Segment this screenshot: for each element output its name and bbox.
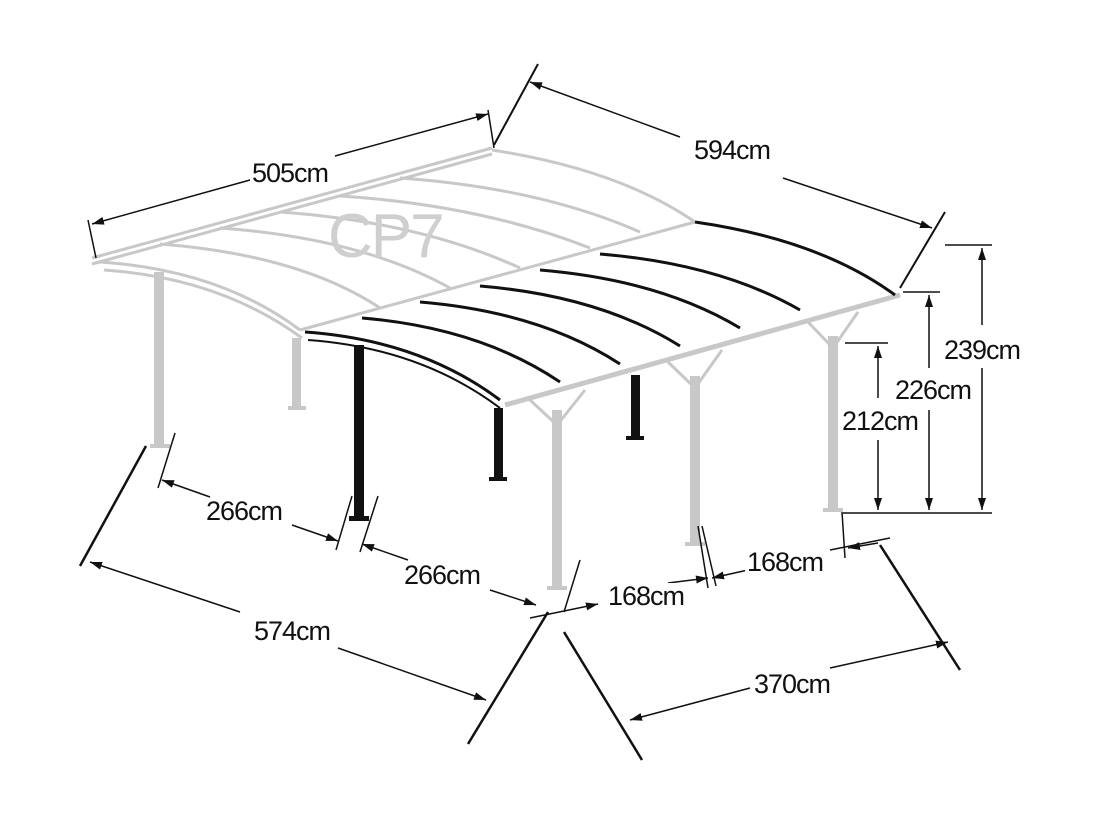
dim-base-length: 574cm (252, 616, 333, 646)
dim-base-width: 370cm (752, 669, 833, 699)
dim-roof-width-back: 505cm (250, 158, 331, 188)
front-eave-beam (504, 292, 901, 428)
model-watermark: CP7 (328, 202, 445, 271)
dimension-lines (78, 63, 992, 761)
dim-height-clearance: 212cm (840, 406, 921, 436)
highlight-posts (349, 345, 644, 521)
dim-post-spacing-right-1: 168cm (606, 581, 687, 611)
dim-height-eave: 226cm (893, 375, 974, 405)
ghost-posts (150, 272, 843, 590)
dim-roof-length: 594cm (692, 135, 773, 165)
front-roof-highlight (304, 220, 896, 409)
dim-height-total: 239cm (942, 335, 1023, 365)
rear-roof-ghost (91, 146, 696, 340)
dim-post-spacing-left-2: 266cm (402, 560, 483, 590)
dim-post-spacing-left-1: 266cm (204, 496, 285, 526)
dim-post-spacing-right-2: 168cm (745, 547, 826, 577)
